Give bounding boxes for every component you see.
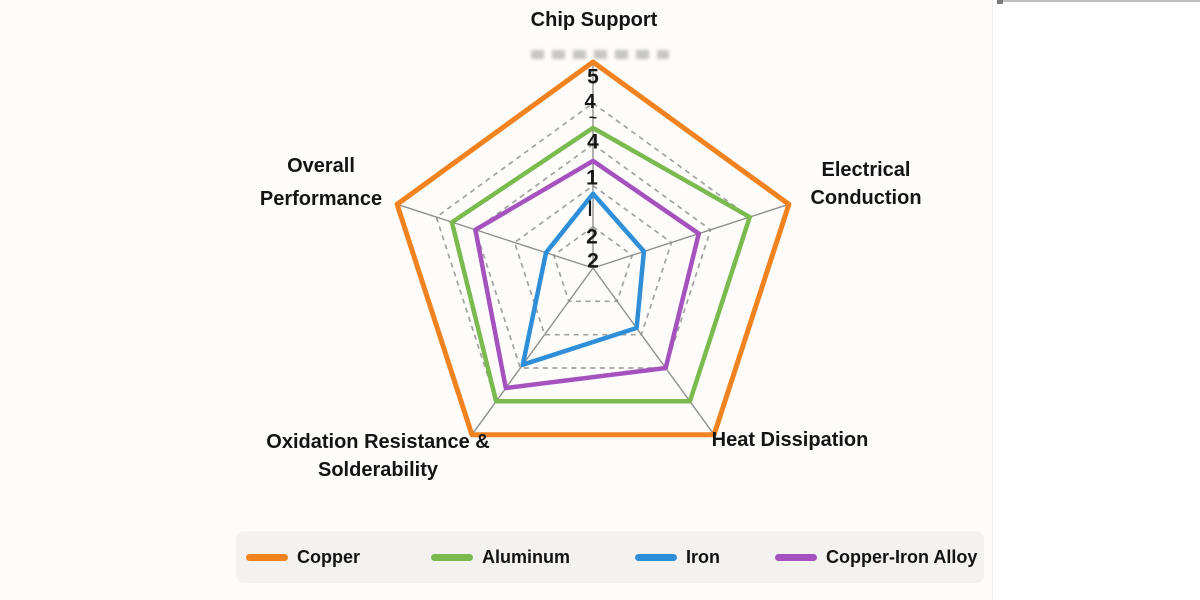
legend-color-dash-icon [635, 553, 677, 561]
axis-spoke-2 [592, 267, 715, 436]
axis-label-line: Performance [259, 188, 383, 210]
grid-ring-3 [474, 143, 712, 369]
axis-label-chip-support: Chip Support [530, 9, 658, 31]
legend-item-copper-iron-alloy: Copper-Iron Alloy [775, 531, 977, 583]
axis-label-line: Solderability [317, 459, 439, 481]
axis-tick-glyph: | [587, 197, 593, 217]
top-right-border-artifact [1001, 0, 1200, 2]
axis-tick-glyph: 4 [584, 91, 596, 113]
legend-item-iron: Iron [635, 531, 720, 583]
legend-item-copper: Copper [246, 531, 360, 583]
axis-tick-glyph: 2 [587, 249, 599, 273]
axis-tick-glyph: ~ [588, 109, 598, 125]
axis-tick-glyph: 2 [586, 225, 598, 249]
top-right-tick-artifact [997, 0, 1003, 4]
legend-label: Iron [686, 546, 720, 567]
legend-color-dash-icon [431, 553, 473, 561]
chart-canvas [992, 0, 993, 600]
axis-label-line: Oxidation Resistance & [266, 431, 490, 453]
series-copper-polygon [394, 59, 792, 438]
grid-ring-2 [513, 184, 673, 336]
axis-spoke-4 [396, 203, 594, 269]
axis-tick-glyph: 1 [586, 166, 598, 190]
grid-ring-1 [552, 225, 634, 303]
axis-spoke-3 [471, 267, 594, 436]
legend-label: Aluminum [482, 546, 570, 567]
axis-label-heat-dissipation: Heat Dissipation [711, 429, 869, 451]
series-iron-polygon [520, 191, 647, 367]
legend-label: Copper-Iron Alloy [826, 546, 978, 567]
axis-tick-glyph: 5 [587, 65, 599, 89]
axis-label-line: Electrical [821, 159, 911, 181]
faded-text-artifact [531, 50, 669, 59]
legend: Copper Aluminum Iron Copper-Iron Alloy [236, 531, 984, 583]
legend-color-dash-icon [775, 553, 817, 561]
legend-color-dash-icon [246, 553, 288, 561]
axis-spoke-1 [592, 203, 790, 269]
axis-label-oxidation-solderability: Oxidation Resistance & Solderability [266, 428, 489, 484]
legend-item-aluminum: Aluminum [431, 531, 570, 583]
axis-label-line: Overall [287, 155, 355, 177]
series-aluminum-polygon [449, 125, 752, 404]
axis-tick-glyph: 4 [587, 130, 599, 154]
series-copper-iron-alloy-polygon [473, 158, 702, 391]
axis-label-electrical-conduction: Electrical Conduction [810, 156, 921, 212]
axis-label-overall-performance: Overall Performance [260, 150, 382, 216]
axis-label-line: Conduction [810, 187, 922, 209]
legend-label: Copper [297, 546, 360, 567]
